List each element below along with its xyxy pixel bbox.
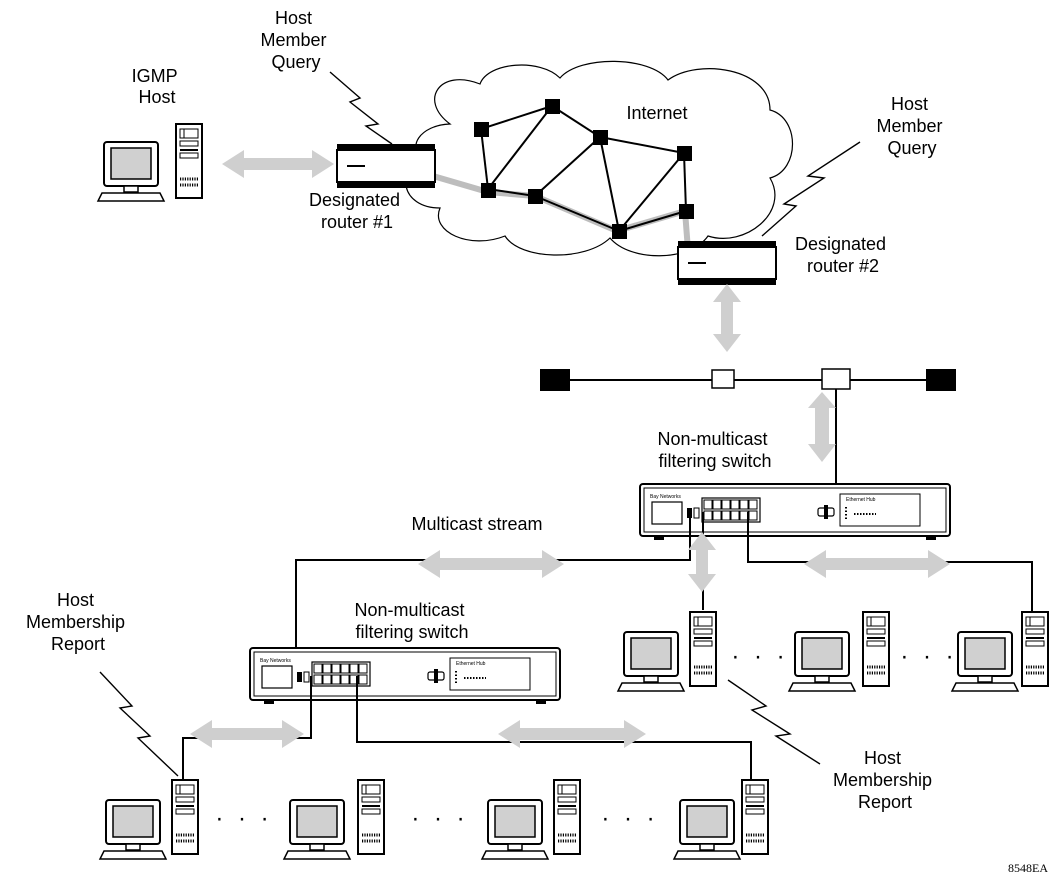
ellipsis-label: · · · xyxy=(900,643,957,670)
figure-id: 8548EA xyxy=(1008,861,1048,875)
internet-label: Internet xyxy=(626,103,687,123)
host-member-query-1-label: Host Member Query xyxy=(260,8,331,72)
upper-host-1-computer-icon xyxy=(617,631,685,692)
report-lightning-1-icon xyxy=(99,671,179,777)
igmp-host-computer-icon xyxy=(97,141,165,202)
host-member-query-2-label: Host Member Query xyxy=(876,94,947,158)
lower-switch-wire-right xyxy=(356,676,752,780)
internet-cloud-icon xyxy=(405,60,793,257)
lower-host-4-computer-icon xyxy=(673,799,741,860)
host-membership-report-1-label: Host Membership Report xyxy=(26,590,130,654)
upper-switch-label: Non-multicast filtering switch xyxy=(657,429,772,471)
designated-router-1-icon xyxy=(336,143,436,189)
lower-host-1-tower-icon xyxy=(170,778,200,856)
lower-switch-label: Non-multicast filtering switch xyxy=(354,600,469,642)
ellipsis-label: · · · xyxy=(731,643,788,670)
designated-router-2-icon xyxy=(677,240,777,286)
multicast-stream-arrow-icon xyxy=(418,550,564,578)
upper-host-3-tower-icon xyxy=(1020,610,1050,688)
ellipsis-label: · · · xyxy=(215,805,272,832)
lower-host-4-tower-icon xyxy=(740,778,770,856)
multicast-stream-label: Multicast stream xyxy=(411,514,542,534)
backbone-tap-1 xyxy=(711,369,735,389)
igmp-host-tower-icon xyxy=(174,122,204,200)
designated-router-2-label: Designated router #2 xyxy=(795,234,891,276)
query-lightning-1-icon xyxy=(329,71,393,145)
upper-switch-icon xyxy=(639,483,951,541)
double-arrow-icon xyxy=(498,720,646,748)
ellipsis-label: · · · xyxy=(411,805,468,832)
double-arrow-icon xyxy=(222,150,334,178)
lower-host-2-tower-icon xyxy=(356,778,386,856)
lower-host-1-computer-icon xyxy=(99,799,167,860)
double-arrow-icon xyxy=(190,720,304,748)
backbone-end-left xyxy=(540,369,570,391)
double-arrow-icon xyxy=(804,550,950,578)
upper-host-1-tower-icon xyxy=(688,610,718,688)
double-arrow-icon xyxy=(713,284,741,352)
upper-host-2-tower-icon xyxy=(861,610,891,688)
backbone-tap-2 xyxy=(821,368,851,390)
double-arrow-icon xyxy=(688,532,716,592)
lower-switch-icon xyxy=(249,647,561,705)
lower-host-3-tower-icon xyxy=(552,778,582,856)
host-membership-report-2-label: Host Membership Report xyxy=(833,748,937,812)
upper-host-2-computer-icon xyxy=(788,631,856,692)
lower-host-3-computer-icon xyxy=(481,799,549,860)
ellipsis-label: · · · xyxy=(601,805,658,832)
report-lightning-2-icon xyxy=(727,679,821,765)
lower-host-2-computer-icon xyxy=(283,799,351,860)
double-arrow-icon xyxy=(808,392,836,462)
backbone-end-right xyxy=(926,369,956,391)
upper-host-3-computer-icon xyxy=(951,631,1019,692)
query-lightning-2-icon xyxy=(761,141,861,237)
designated-router-1-label: Designated router #1 xyxy=(309,190,405,232)
internet-nodes xyxy=(474,99,694,239)
igmp-host-label: IGMP Host xyxy=(132,66,183,107)
